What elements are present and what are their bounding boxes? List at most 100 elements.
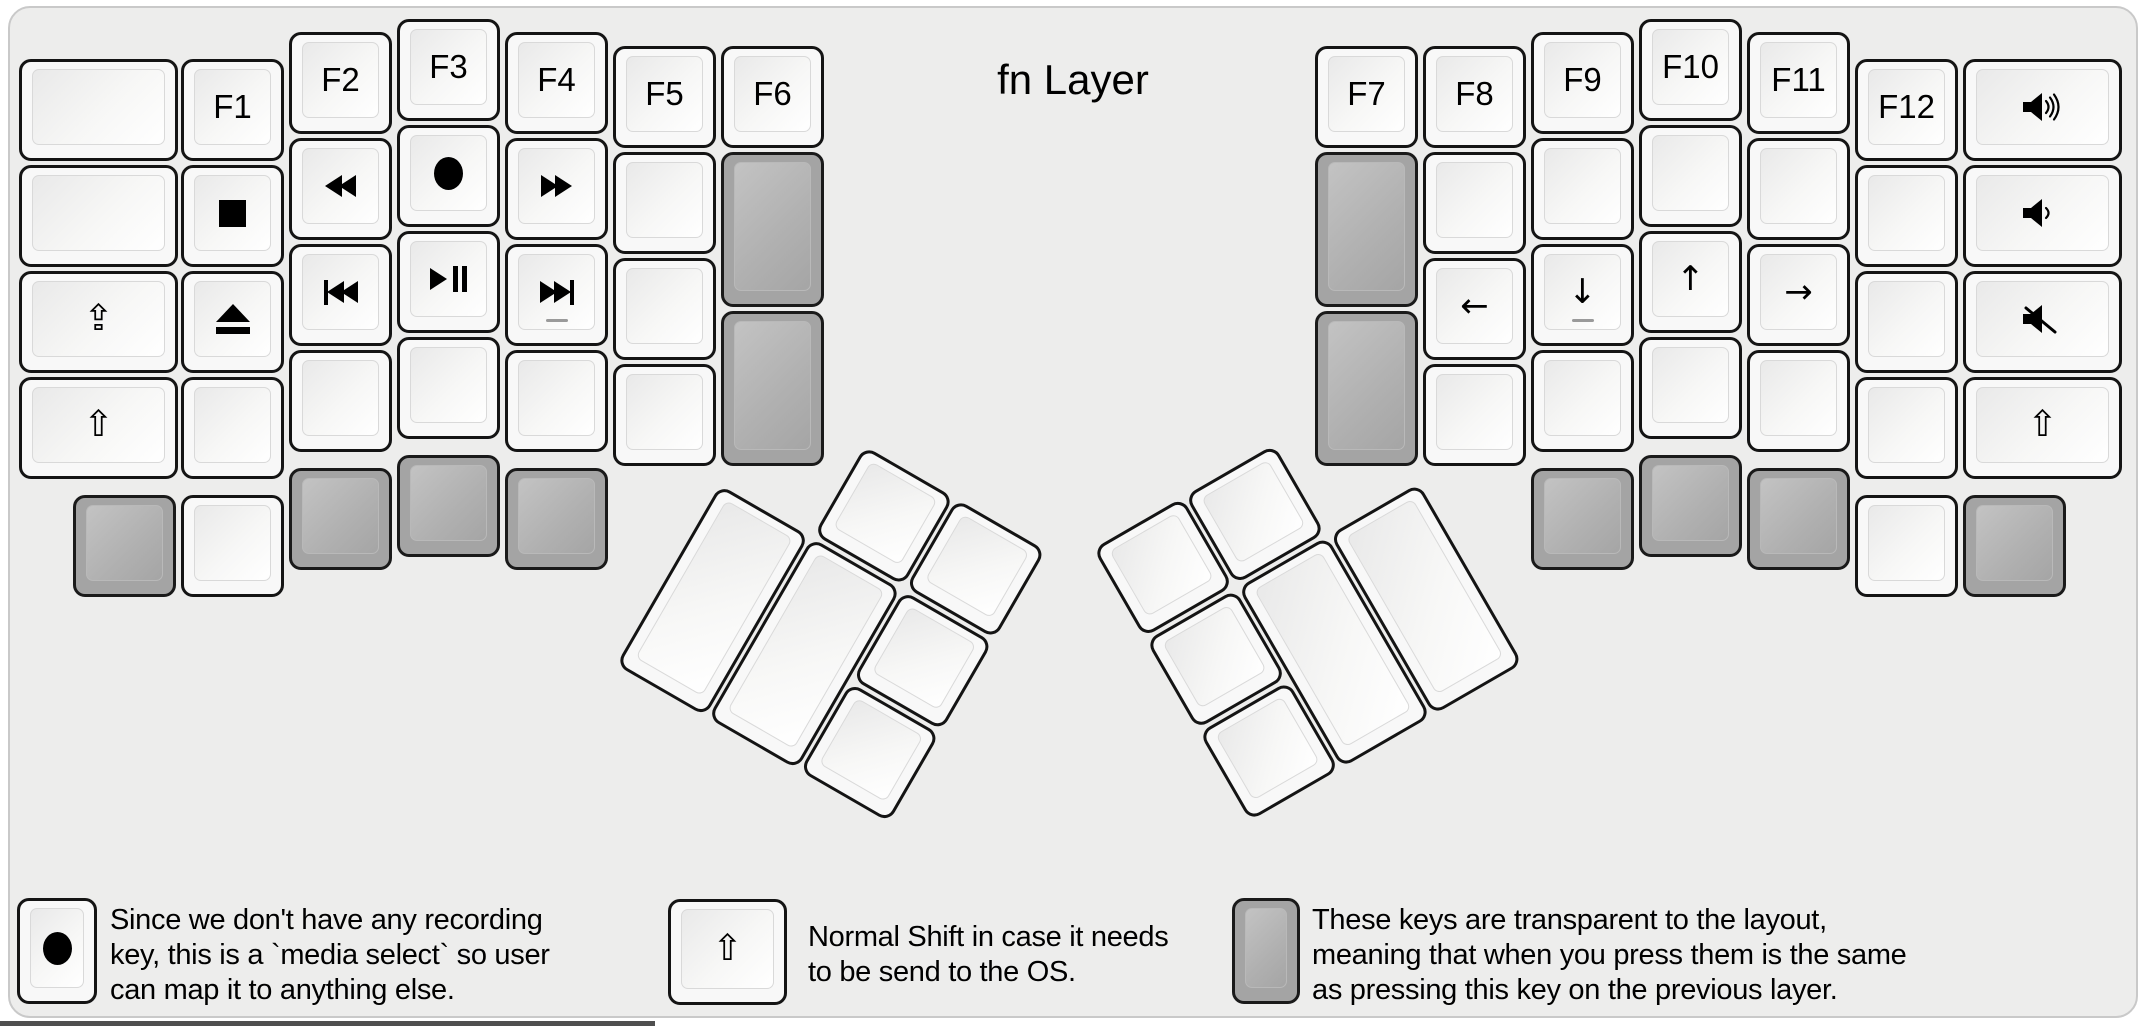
key-f3[interactable]: F3 [397, 19, 500, 121]
key-blank[interactable] [505, 350, 608, 452]
key-arrow-right[interactable]: → [1747, 244, 1850, 346]
key-transparent[interactable] [721, 311, 824, 466]
keycap-top [1215, 696, 1320, 801]
volume-up-icon [2021, 91, 2065, 123]
shift-icon: ⇧ [83, 404, 114, 445]
keycap-top [194, 505, 271, 581]
legend-key-shift[interactable]: ⇧ [668, 899, 787, 1005]
window-edge-strip [0, 1021, 655, 1026]
keycap-top [1760, 478, 1837, 554]
key-blank[interactable] [1855, 377, 1958, 479]
key-media-select-record[interactable] [397, 125, 500, 227]
key-blank[interactable] [1423, 152, 1526, 254]
key-blank[interactable] [1855, 271, 1958, 373]
key-blank[interactable] [397, 337, 500, 439]
key-transparent[interactable] [1963, 495, 2066, 597]
key-arrow-left[interactable]: ← [1423, 258, 1526, 360]
keycap-top: ⇧ [681, 909, 774, 989]
keycap-top: F12 [1868, 69, 1945, 145]
keycap-top: F6 [734, 56, 811, 132]
keycap-top [1868, 175, 1945, 251]
key-blank[interactable] [289, 350, 392, 452]
record-icon [434, 156, 463, 190]
key-label: F3 [429, 48, 468, 85]
keycap-top [1868, 281, 1945, 357]
key-blank[interactable] [19, 59, 178, 161]
key-f12[interactable]: F12 [1855, 59, 1958, 161]
key-blank[interactable] [613, 364, 716, 466]
key-blank[interactable] [1747, 138, 1850, 240]
keycap-top [871, 605, 977, 711]
arrow-left-icon: ← [1460, 286, 1489, 326]
key-transparent[interactable] [1639, 455, 1742, 557]
legend-key-transparent[interactable] [1232, 898, 1300, 1004]
key-f11[interactable]: F11 [1747, 32, 1850, 134]
key-blank[interactable] [613, 152, 716, 254]
key-transparent[interactable] [1315, 152, 1418, 307]
keycap-top [734, 321, 811, 450]
key-transparent[interactable] [1747, 468, 1850, 570]
key-rewind[interactable] [289, 138, 392, 240]
next-icon [539, 279, 574, 305]
key-label: F10 [1662, 48, 1719, 85]
key-blank[interactable] [19, 165, 178, 267]
keycap-top: F4 [518, 42, 595, 118]
key-transparent[interactable] [1315, 311, 1418, 466]
key-blank[interactable] [181, 495, 284, 597]
key-blank[interactable] [613, 258, 716, 360]
keycap-top: F3 [410, 29, 487, 105]
legend-key-record[interactable] [17, 898, 97, 1004]
key-media-stop[interactable] [181, 165, 284, 267]
keycap-top [518, 478, 595, 554]
legend-line: can map it to anything else. [110, 974, 455, 1006]
keycap-top [1328, 162, 1405, 291]
key-blank[interactable] [1855, 165, 1958, 267]
key-f1[interactable]: F1 [181, 59, 284, 161]
keycap-top: F1 [194, 69, 271, 145]
keycap-top [924, 514, 1030, 619]
key-transparent[interactable] [1531, 468, 1634, 570]
key-next-track[interactable] [505, 244, 608, 346]
keycap-top [302, 360, 379, 436]
key-mute[interactable] [1963, 271, 2122, 373]
key-blank[interactable] [1531, 350, 1634, 452]
key-eject[interactable] [181, 271, 284, 373]
key-transparent[interactable] [721, 152, 824, 307]
keycap-top [518, 360, 595, 436]
key-blank[interactable] [1639, 337, 1742, 439]
key-blank[interactable] [1423, 364, 1526, 466]
key-blank[interactable] [1531, 138, 1634, 240]
key-shift-left[interactable]: ⇧ [19, 377, 178, 479]
key-arrow-down[interactable]: ↓ [1531, 244, 1634, 346]
key-f10[interactable]: F10 [1639, 19, 1742, 121]
key-transparent[interactable] [289, 468, 392, 570]
key-transparent[interactable] [505, 468, 608, 570]
key-play-pause[interactable] [397, 231, 500, 333]
key-f2[interactable]: F2 [289, 32, 392, 134]
key-f9[interactable]: F9 [1531, 32, 1634, 134]
key-volume-down[interactable] [1963, 165, 2122, 267]
key-shift-right[interactable]: ⇧ [1963, 377, 2122, 479]
key-transparent[interactable] [73, 495, 176, 597]
rewind-icon [325, 175, 356, 197]
key-blank[interactable] [1747, 350, 1850, 452]
key-prev-track[interactable] [289, 244, 392, 346]
key-f6[interactable]: F6 [721, 46, 824, 148]
keycap-top [1436, 374, 1513, 450]
key-f4[interactable]: F4 [505, 32, 608, 134]
key-transparent[interactable] [397, 455, 500, 557]
key-f7[interactable]: F7 [1315, 46, 1418, 148]
keycap-top: F7 [1328, 56, 1405, 132]
key-volume-up[interactable] [1963, 59, 2122, 161]
key-fast-forward[interactable] [505, 138, 608, 240]
key-caps-lock[interactable]: ⇪ [19, 271, 178, 373]
key-arrow-up[interactable]: ↑ [1639, 231, 1742, 333]
key-blank[interactable] [181, 377, 284, 479]
key-f8[interactable]: F8 [1423, 46, 1526, 148]
keycap-top [302, 254, 379, 330]
key-f5[interactable]: F5 [613, 46, 716, 148]
key-blank[interactable] [1855, 495, 1958, 597]
keycap-top [32, 69, 165, 145]
key-blank[interactable] [1639, 125, 1742, 227]
